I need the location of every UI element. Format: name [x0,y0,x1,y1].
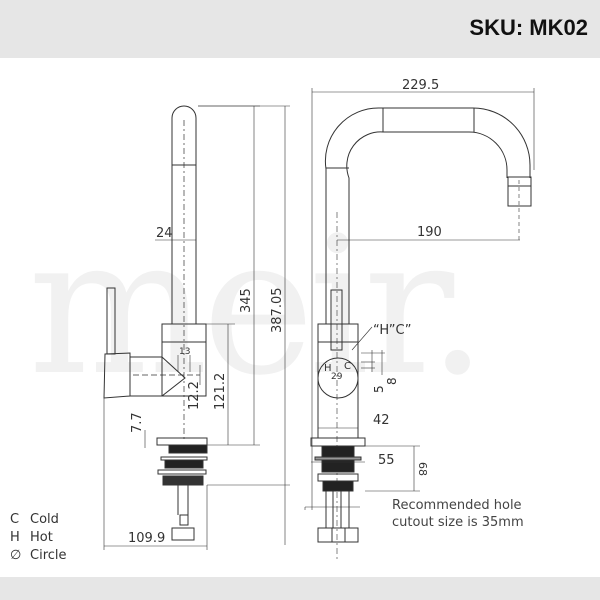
dim-spout-diameter: 24 [156,226,173,241]
dim-12-2: 12.2 [187,381,202,410]
dim-229-5: 229.5 [402,78,439,93]
dim-121-2: 121.2 [213,373,228,410]
dim-387-05: 387.05 [270,288,285,334]
dim-5: 5 [372,385,386,393]
watermark: meir. [28,196,482,417]
header-band: SKU: MK02 [0,0,600,58]
legend-item-hot: H Hot [10,530,53,545]
dim-29: 29 [331,372,343,382]
legend-item-circle: ∅ Circle [10,548,67,563]
dim-55: 55 [378,453,395,468]
dim-42: 42 [373,413,390,428]
legend: C Cold H Hot ∅ Circle [10,511,67,565]
sku-label: SKU: MK02 [469,15,588,40]
dim-8: 8 [385,377,399,385]
handle-h: H [324,363,332,374]
side-view [103,105,290,550]
dim-7-7: 7.7 [130,412,145,433]
legend-item-cold: C Cold [10,512,59,527]
cutout-note: Recommended hole cutout size is 35mm [392,498,524,530]
dim-hc-label: “H”C” [373,323,412,338]
dim-190: 190 [417,225,442,240]
dim-68: 68 [416,462,429,476]
front-view [304,88,535,560]
footer-band [0,577,600,600]
dim-109-9: 109.9 [128,531,165,546]
dim-345: 345 [239,288,254,313]
dim-13: 13 [179,347,190,357]
diameter-icon: ∅ [10,548,22,563]
handle-c: C [344,361,351,372]
